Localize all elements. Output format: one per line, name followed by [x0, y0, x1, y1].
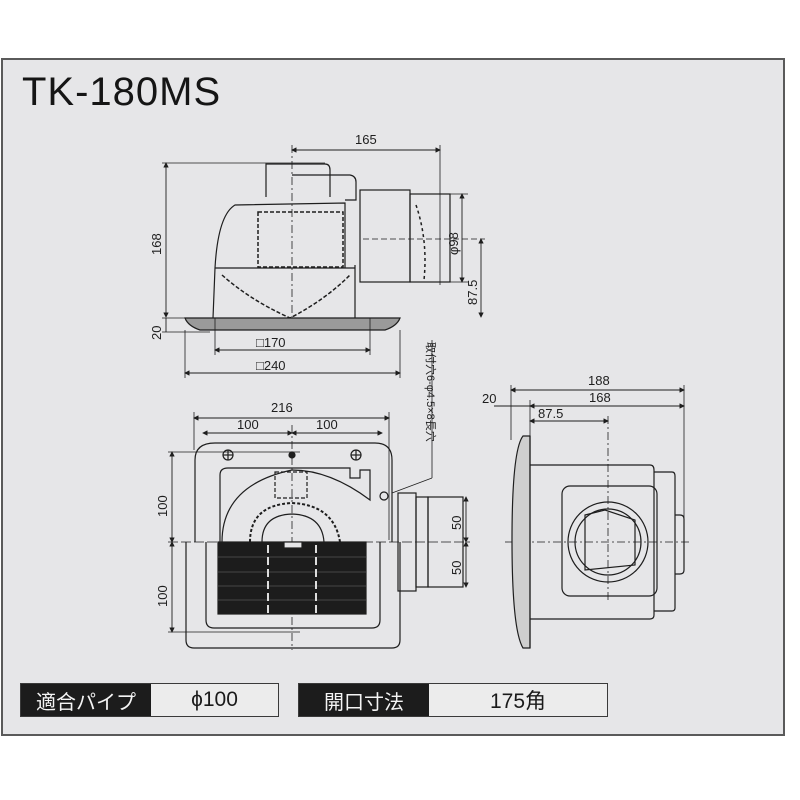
dim-100-right: 100 — [316, 417, 338, 432]
bottom-view — [168, 412, 470, 650]
dim-87-5: 87.5 — [465, 280, 480, 305]
mounting-hole-note: 取付穴6-φ4.5×8長穴 — [424, 342, 438, 442]
dim-168: 168 — [149, 233, 164, 255]
dim-87-5-end: 87.5 — [538, 406, 563, 421]
side-view — [162, 145, 485, 378]
dim-20: 20 — [149, 326, 164, 340]
spec-value: ϕ100 — [151, 684, 278, 716]
dim-20-end: 20 — [482, 391, 496, 406]
dim-240: □240 — [256, 358, 286, 373]
spec-opening-size: 開口寸法 175角 — [298, 683, 608, 717]
dim-165: 165 — [355, 132, 377, 147]
dim-188: 188 — [588, 373, 610, 388]
spec-compatible-pipe: 適合パイプ ϕ100 — [20, 683, 279, 717]
dim-170: □170 — [256, 335, 286, 350]
end-view-labels: 188 20 168 87.5 — [482, 373, 611, 421]
dim-phi98: φ98 — [446, 232, 461, 255]
model-title: TK-180MS — [22, 70, 222, 114]
end-view — [494, 385, 692, 649]
bottom-view-labels: 216 100 100 100 100 50 50 — [155, 400, 464, 607]
spec-label: 開口寸法 — [299, 684, 429, 716]
dim-100-lower: 100 — [155, 585, 170, 607]
dim-100-left: 100 — [237, 417, 259, 432]
dim-50-lower: 50 — [449, 561, 464, 575]
diagram-frame — [1, 58, 785, 736]
spec-value: 175角 — [429, 684, 607, 716]
dim-168-end: 168 — [589, 390, 611, 405]
dim-216: 216 — [271, 400, 293, 415]
dim-100-upper: 100 — [155, 495, 170, 517]
dim-50-upper: 50 — [449, 516, 464, 530]
side-view-labels: 165 168 20 φ98 87.5 □170 □240 — [149, 132, 480, 373]
spec-label: 適合パイプ — [21, 684, 151, 716]
